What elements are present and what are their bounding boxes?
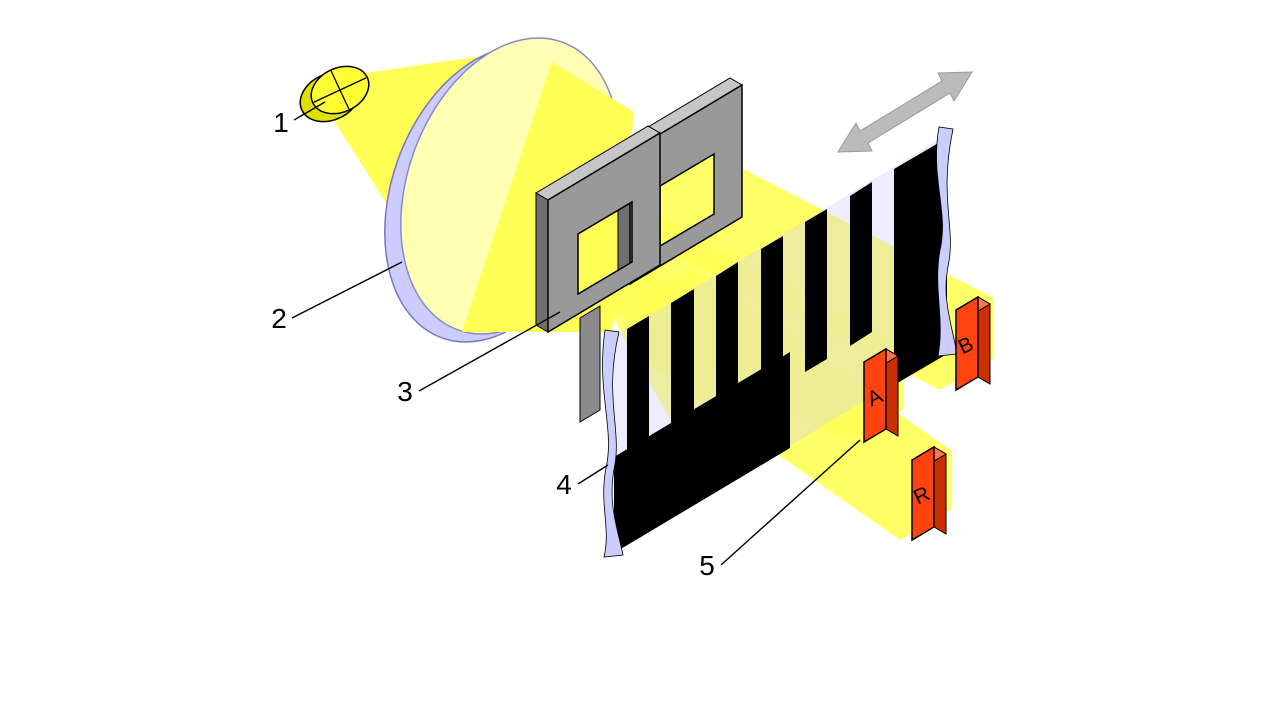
leader-4 bbox=[577, 464, 609, 485]
detector-r: R bbox=[910, 445, 947, 542]
lamp-filament-v bbox=[330, 70, 350, 110]
scale-left-edge bbox=[602, 329, 624, 558]
scale-stripe bbox=[761, 236, 783, 399]
detector-b-front bbox=[955, 295, 979, 392]
mask-front-front-face bbox=[547, 131, 661, 334]
callout-4: 4 bbox=[556, 469, 572, 500]
scale-lower-black bbox=[614, 352, 790, 553]
photodetectors: A B R bbox=[863, 295, 991, 542]
callout-5: 5 bbox=[699, 550, 715, 581]
scale-stripe bbox=[850, 182, 872, 346]
callout-1: 1 bbox=[273, 107, 289, 138]
motion-arrow-icon bbox=[837, 71, 973, 153]
callout-2: 2 bbox=[271, 303, 287, 334]
callout-numbers: 1 2 3 4 5 bbox=[271, 107, 715, 581]
detector-a: A bbox=[863, 347, 899, 444]
light-source bbox=[299, 65, 370, 123]
code-scale bbox=[602, 126, 958, 558]
callout-3: 3 bbox=[397, 376, 413, 407]
mask-stem bbox=[579, 305, 601, 423]
scale-stripe-wide bbox=[894, 138, 947, 385]
mask-front-left-face bbox=[535, 192, 549, 333]
scale-stripe bbox=[805, 209, 827, 372]
scale-stripe bbox=[627, 316, 649, 479]
scale-stripe bbox=[716, 262, 738, 426]
detector-b: B bbox=[955, 295, 991, 392]
scale-right-edge bbox=[936, 126, 958, 357]
aperture-mask bbox=[535, 77, 743, 423]
detector-r-front bbox=[911, 445, 935, 542]
code-scale-stripes bbox=[614, 138, 947, 553]
detector-a-front bbox=[863, 347, 887, 444]
leader-2 bbox=[291, 261, 403, 319]
leader-1 bbox=[293, 101, 326, 121]
callout-leaders bbox=[291, 101, 861, 566]
leader-5 bbox=[720, 439, 861, 566]
scale-stripe bbox=[671, 289, 694, 453]
leader-3 bbox=[418, 311, 561, 392]
lamp-front bbox=[310, 65, 370, 115]
